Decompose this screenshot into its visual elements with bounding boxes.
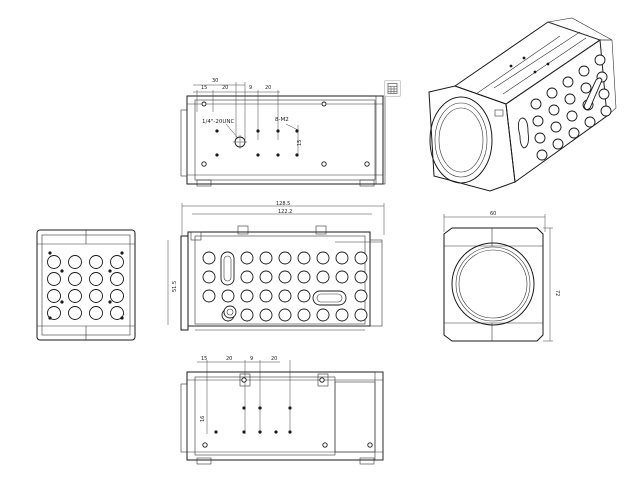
- vent-hole: [354, 308, 368, 322]
- top-dim-overall: 30: [212, 78, 218, 84]
- vent-hole: [259, 270, 273, 284]
- vent-hole: [89, 255, 103, 269]
- thread-label: 1/4"-20UNC: [202, 119, 235, 125]
- vent-hole: [89, 272, 103, 286]
- top-side-dim: 15: [297, 140, 303, 146]
- top-view: 30 15 20 9 20 1/4"-20UNC 8-M2 15: [180, 78, 386, 187]
- top-dim-2: 20: [222, 85, 228, 91]
- vent-hole: [278, 270, 292, 284]
- vent-hole: [335, 251, 349, 265]
- vent-hole: [68, 289, 82, 303]
- vent-hole: [221, 289, 235, 303]
- vent-hole: [110, 255, 124, 269]
- vent-hole: [110, 272, 124, 286]
- vent-hole: [580, 82, 592, 94]
- bottom-view: 15 20 9 20 16: [180, 356, 384, 465]
- vent-hole: [110, 306, 124, 320]
- vent-hole: [584, 116, 596, 128]
- vent-hole: [240, 308, 254, 322]
- vent-hole: [316, 251, 330, 265]
- vent-hole: [550, 121, 562, 133]
- vent-hole: [278, 251, 292, 265]
- vent-hole: [297, 251, 311, 265]
- vent-hole: [202, 270, 216, 284]
- bottom-dim-3: 9: [250, 356, 253, 362]
- vent-hole: [598, 88, 610, 100]
- isometric-view: [428, 17, 617, 192]
- side-view: 128.5 122.2 51.5: [167, 201, 385, 331]
- vent-hole: [530, 98, 542, 110]
- vent-hole: [68, 306, 82, 320]
- vent-hole: [354, 270, 368, 284]
- vent-hole: [532, 115, 544, 127]
- vent-hole: [259, 308, 273, 322]
- vent-hole: [354, 251, 368, 265]
- vent-hole: [578, 65, 590, 77]
- side-height: 51.5: [172, 281, 178, 292]
- vent-hole: [316, 308, 330, 322]
- vent-hole: [202, 251, 216, 265]
- left-view: [36, 229, 136, 341]
- bottom-dim-4: 20: [271, 356, 277, 362]
- vent-hole: [335, 270, 349, 284]
- vent-hole: [278, 289, 292, 303]
- vent-hole: [47, 272, 61, 286]
- side-length-overall: 128.5: [276, 201, 290, 207]
- side-length-inner: 122.2: [278, 209, 292, 215]
- vent-hole: [278, 308, 292, 322]
- vent-hole: [47, 255, 61, 269]
- vent-hole: [566, 110, 578, 122]
- bottom-side-dim: 16: [200, 416, 206, 422]
- top-dim-1: 15: [201, 85, 207, 91]
- vent-hole: [600, 105, 612, 117]
- vent-hole: [564, 93, 576, 105]
- screw-label: 8-M2: [275, 117, 289, 123]
- front-view: 60 72: [443, 211, 560, 342]
- vent-hole: [594, 54, 606, 66]
- grid-icon: [387, 83, 398, 94]
- vent-hole: [335, 308, 349, 322]
- vent-hole: [259, 289, 273, 303]
- vent-hole: [536, 149, 548, 161]
- front-width: 60: [490, 211, 496, 217]
- vent-hole: [568, 127, 580, 139]
- vent-hole: [259, 251, 273, 265]
- front-height: 72: [554, 290, 560, 296]
- vent-hole: [297, 270, 311, 284]
- vent-hole: [89, 289, 103, 303]
- vent-hole: [47, 289, 61, 303]
- vent-hole: [240, 251, 254, 265]
- vent-hole: [316, 270, 330, 284]
- vent-hole: [546, 87, 558, 99]
- vent-hole: [68, 255, 82, 269]
- vent-hole: [297, 308, 311, 322]
- bottom-dim-1: 15: [201, 356, 207, 362]
- vent-hole: [68, 272, 82, 286]
- vent-hole: [240, 289, 254, 303]
- vent-hole: [552, 138, 564, 150]
- vent-hole: [562, 76, 574, 88]
- top-dim-4: 20: [265, 85, 271, 91]
- vent-hole: [89, 306, 103, 320]
- vent-hole: [548, 104, 560, 116]
- bottom-dim-2: 20: [226, 356, 232, 362]
- vent-hole: [47, 306, 61, 320]
- grid-tool-button[interactable]: [384, 80, 401, 97]
- vent-hole: [110, 289, 124, 303]
- top-dim-3: 9: [249, 85, 252, 91]
- vent-hole: [534, 132, 546, 144]
- vent-hole: [297, 289, 311, 303]
- vent-hole: [240, 270, 254, 284]
- vent-hole: [202, 289, 216, 303]
- vent-hole: [354, 289, 368, 303]
